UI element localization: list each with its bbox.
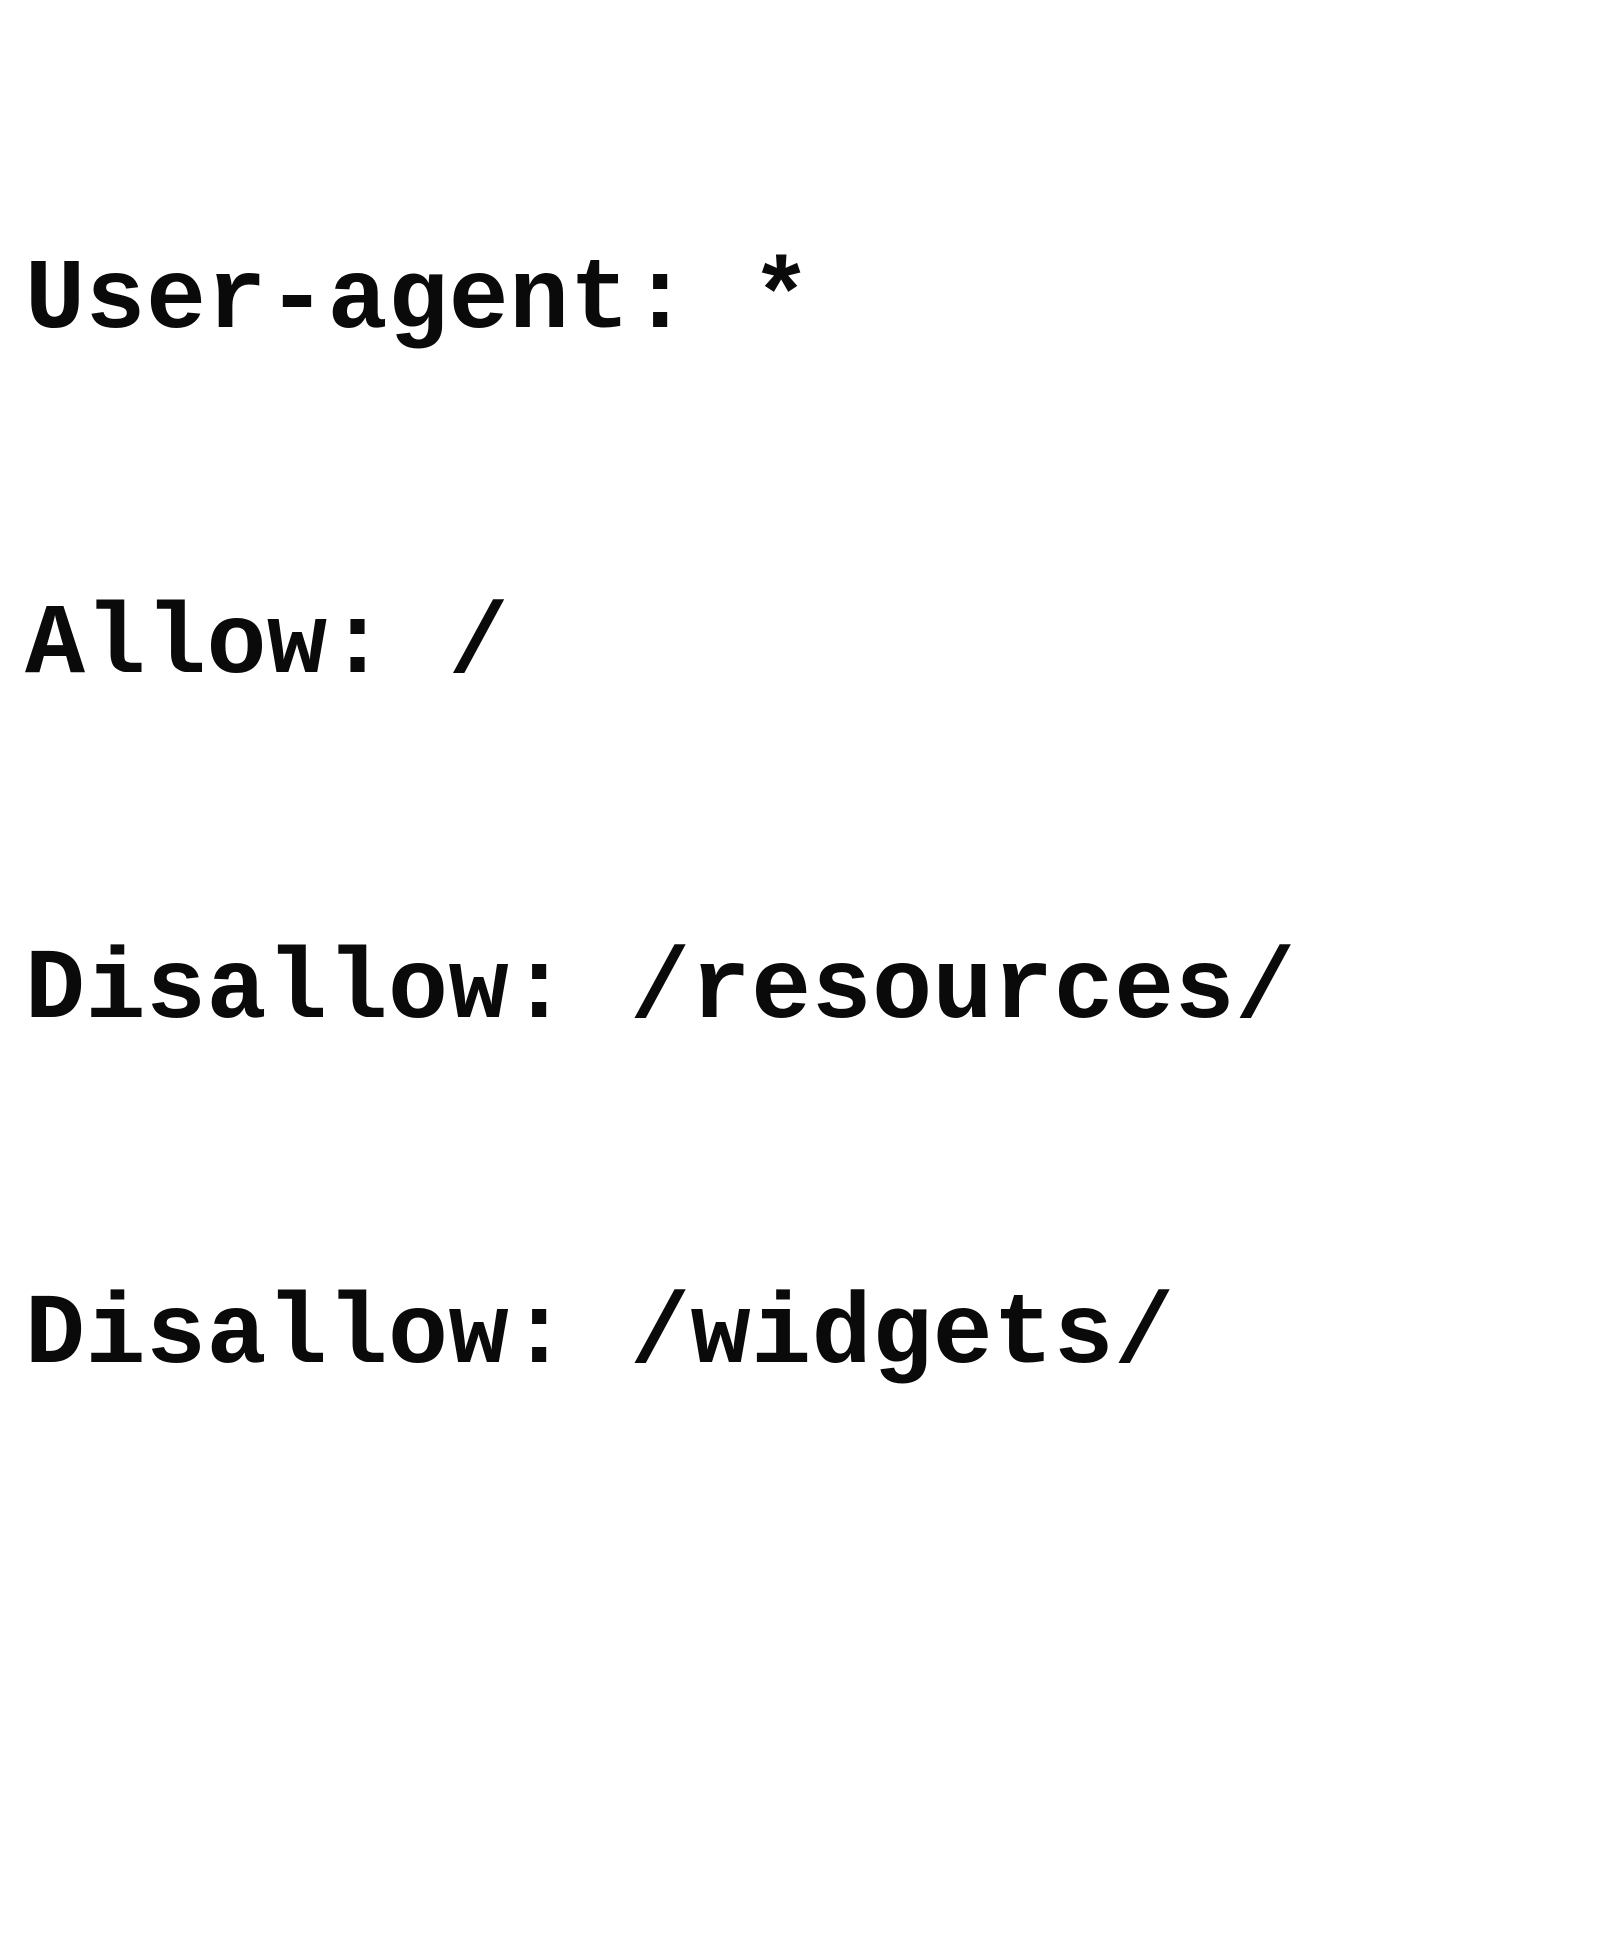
robots-line-user-agent: User-agent: * [25,245,812,358]
robots-line-disallow-resources: Disallow: /resources/ [25,935,1296,1048]
robots-line-blank [25,1624,1600,1739]
robots-txt-content: User-agent: * Allow: / Disallow: /resour… [25,245,1295,1393]
robots-line-allow: Allow: / [25,590,510,703]
robots-line-disallow-widgets: Disallow: /widgets/ [25,1280,1175,1393]
